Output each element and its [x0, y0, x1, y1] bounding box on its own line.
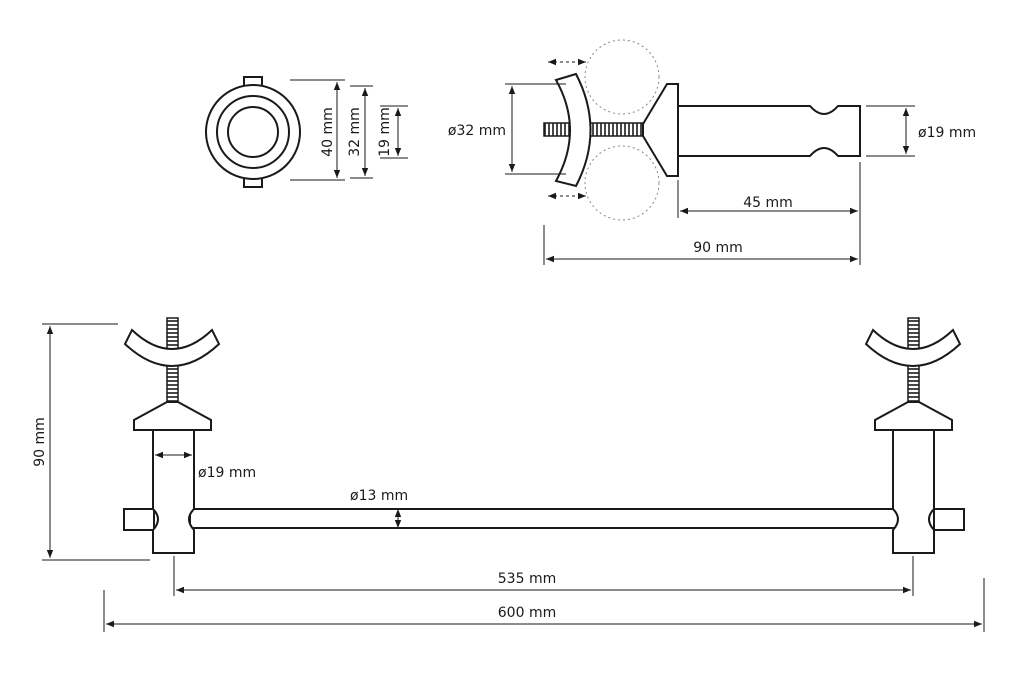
bottom-total-label: 600 mm	[498, 605, 556, 621]
side-post-length-label: 45 mm	[743, 195, 793, 211]
bottom-height-label: 90 mm	[32, 417, 48, 467]
front-inner-ring	[227, 106, 279, 158]
right-post	[892, 429, 935, 554]
side-post	[677, 105, 861, 157]
bottom-center-label: 535 mm	[498, 571, 556, 587]
side-rotation-circle-top	[584, 39, 660, 115]
front-middle-label: 32 mm	[347, 107, 363, 157]
side-cone-flange	[642, 83, 679, 177]
side-post-dia-label: ø19 mm	[918, 125, 976, 141]
side-depth-label: 90 mm	[693, 240, 743, 256]
left-post	[152, 429, 195, 554]
right-end-cap	[933, 508, 965, 531]
bottom-post-dia-label: ø19 mm	[198, 465, 256, 481]
left-bracket	[123, 317, 221, 554]
front-view: 40 mm 32 mm 19 mm	[205, 76, 408, 188]
bottom-view: 90 mm ø19 mm ø13 mm 535 mm 600 mm	[32, 317, 985, 632]
front-outer-label: 40 mm	[320, 107, 336, 157]
right-cone-flange	[874, 401, 953, 431]
side-threaded-rod	[543, 122, 645, 137]
right-curved-bracket	[864, 328, 962, 367]
side-curved-bracket	[554, 72, 592, 188]
side-view: ø32 mm ø19 mm 45 mm 90 mm	[448, 39, 976, 265]
left-curved-bracket	[123, 328, 221, 367]
left-cone-flange	[133, 401, 212, 431]
bottom-rod-dia-label: ø13 mm	[350, 488, 408, 504]
towel-rod	[189, 508, 899, 529]
left-end-cap	[123, 508, 155, 531]
front-outer-ring	[205, 84, 301, 180]
right-bracket	[864, 317, 965, 554]
side-bracket-dia-label: ø32 mm	[448, 123, 506, 139]
side-rotation-circle-bottom	[584, 145, 660, 221]
front-middle-ring	[216, 95, 290, 169]
front-inner-label: 19 mm	[377, 107, 393, 157]
